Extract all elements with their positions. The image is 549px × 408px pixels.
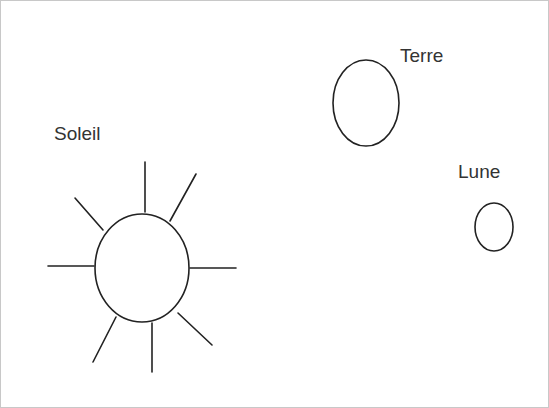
body-label: Terre — [400, 45, 443, 68]
earth-circle: Terre — [332, 59, 400, 147]
body-label: Soleil — [54, 123, 100, 146]
moon-circle: Lune — [474, 202, 514, 252]
ellipse — [333, 60, 399, 146]
ellipse-outline — [332, 59, 400, 147]
body-label: Lune — [458, 161, 500, 184]
sun-rays — [48, 162, 236, 372]
ellipse — [475, 203, 513, 251]
ellipse-outline — [474, 202, 514, 252]
sun-circle: Soleil — [94, 213, 190, 323]
ellipse-outline — [94, 213, 190, 323]
ellipse — [95, 214, 189, 322]
